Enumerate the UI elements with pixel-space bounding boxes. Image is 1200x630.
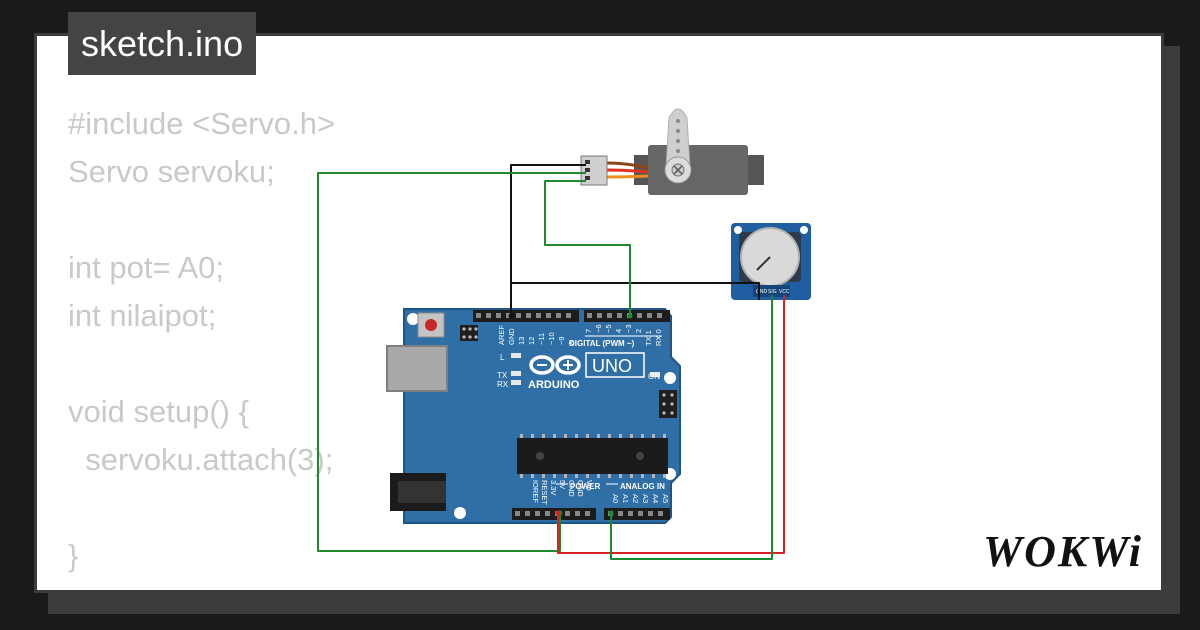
pin-label: 12 [527, 337, 536, 345]
mount-hole [407, 313, 419, 325]
wire-pot-gnd[interactable] [511, 282, 760, 300]
mount-hole [734, 226, 742, 234]
servo-screw-icon [671, 163, 685, 177]
digital-header-holes [476, 313, 662, 318]
analog-pin-labels: A0 A1 A2 A3 A4 A5 [611, 494, 670, 503]
mount-hole [664, 372, 676, 384]
board-model: UNO [592, 356, 632, 376]
pin-label: 8 [567, 341, 576, 345]
potentiometer-module[interactable]: GND SIG VCC [731, 223, 811, 300]
usb-port [386, 345, 448, 392]
servo-cable-orange [605, 174, 649, 179]
pin-label: A3 [641, 494, 650, 503]
servo-motor[interactable] [580, 108, 764, 195]
wire-servo-signal[interactable] [544, 180, 631, 316]
pin-label: Vin [585, 480, 594, 491]
wire-pot-signal[interactable] [610, 295, 773, 560]
wire-pot-vcc[interactable] [557, 295, 785, 554]
pin-label: A2 [631, 494, 640, 503]
mount-hole [800, 226, 808, 234]
bottom-header-holes [515, 511, 663, 516]
power-jack-inner [398, 481, 446, 503]
pin-label: A1 [621, 494, 630, 503]
pin-label: A4 [651, 494, 660, 503]
pin-label: ~10 [547, 332, 556, 345]
arduino-infinity-logo-icon [529, 355, 581, 375]
pin-label: GND [576, 480, 585, 497]
pin-label: GND [567, 480, 576, 497]
code-line: } [68, 538, 79, 573]
digital-pin-labels: AREF GND 13 12 ~11 ~10 ~9 8 7 ~6 ~5 4 ~3… [497, 324, 663, 346]
wire-servo-power[interactable] [317, 172, 586, 552]
code-line: int pot= A0; [68, 250, 224, 285]
pin-label: ~3 [624, 324, 633, 333]
code-line: int nilaipot; [68, 298, 217, 333]
pin-label: 4 [614, 329, 623, 333]
power-header [512, 508, 596, 520]
pot-pin-label: VCC [779, 289, 790, 295]
servo-body [648, 145, 748, 195]
pin-label: 3.3V [549, 480, 558, 495]
pin-label: GND [507, 328, 516, 345]
pin-label: AREF [497, 325, 506, 345]
power-header-label: POWER [570, 482, 600, 491]
analog-header-label: ANALOG IN [620, 482, 665, 491]
pot-knob-indicator [756, 256, 771, 271]
code-line: Servo servoku; [68, 154, 275, 189]
pin-label: 13 [517, 337, 526, 345]
code-line: void setup() { [68, 394, 249, 429]
wire-servo-gnd[interactable] [510, 164, 586, 316]
pin-label: RX 0 [654, 329, 663, 346]
power-pin-labels: IOREF RESET 3.3V 5V GND GND Vin [531, 480, 594, 505]
pin-label: ~5 [604, 324, 613, 333]
led-rx-label: RX [497, 380, 509, 389]
led-l-label: L [500, 353, 505, 362]
wire-endpoints [508, 313, 633, 516]
led-tx-label: TX [497, 371, 508, 380]
file-tab-label: sketch.ino [81, 23, 244, 64]
servo-cable-red [605, 168, 649, 174]
digital-header-label: DIGITAL (PWM ~) [569, 339, 635, 348]
mount-hole [454, 507, 466, 519]
pin-label: RESET [540, 480, 549, 505]
code-editor: #include <Servo.h> Servo servoku; int po… [68, 100, 335, 580]
pin-label: TX 1 [644, 330, 653, 346]
pin-label: 5V [558, 480, 567, 489]
reset-button-cap [425, 319, 437, 331]
code-line: servoku.attach(3); [68, 442, 334, 477]
pin-label: A5 [661, 494, 670, 503]
pot-pin-label: SIG [768, 289, 777, 295]
led-tx [511, 371, 521, 376]
servo-horn [665, 108, 691, 169]
led-on-label: ON [648, 372, 660, 381]
pin-label: ~9 [557, 336, 566, 345]
led-on [650, 372, 660, 377]
pin-label: IOREF [531, 480, 540, 503]
servo-cable-brown [605, 161, 649, 170]
led-l [511, 353, 521, 358]
pin-label: 2 [634, 329, 643, 333]
board-brand: ARDUINO [528, 379, 580, 391]
wokwi-logo: WOKWi [983, 527, 1143, 576]
wires [317, 164, 785, 560]
file-tab[interactable]: sketch.ino [68, 12, 257, 75]
pin-label: A0 [611, 494, 620, 503]
arduino-uno-board[interactable]: AREF GND 13 12 ~11 ~10 ~9 8 7 ~6 ~5 4 ~3… [386, 308, 681, 524]
pot-pin-strip [753, 285, 790, 297]
pot-pin-label: GND [756, 289, 768, 295]
board-model-frame [585, 352, 645, 378]
microcontroller-chip [517, 434, 668, 478]
icsp-header-2 [659, 390, 677, 418]
pin-label: ~11 [537, 333, 546, 345]
pin-label: 7 [584, 329, 593, 333]
led-rx [511, 380, 521, 385]
icsp-header [460, 325, 478, 341]
code-line: #include <Servo.h> [68, 106, 336, 141]
pin-label: ~6 [594, 324, 603, 333]
wokwi-logo-text: WOKWi [983, 527, 1143, 576]
